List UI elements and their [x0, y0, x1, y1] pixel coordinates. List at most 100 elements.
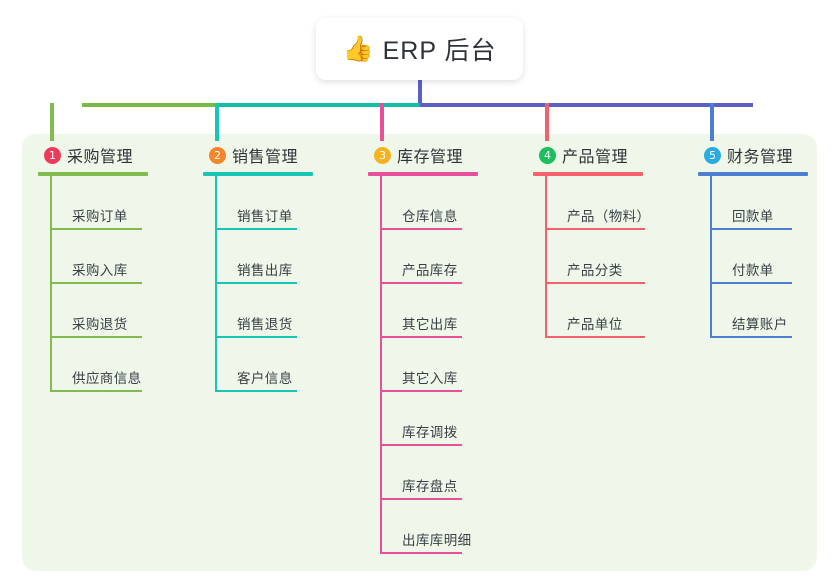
branch-item-underline	[380, 336, 462, 338]
branch-item-label: 出库库明细	[402, 533, 472, 548]
branch-item-label: 产品单位	[567, 317, 623, 332]
branch-number-badge: 2	[209, 146, 226, 164]
branch-spine	[710, 176, 712, 338]
branch-item-underline	[215, 228, 297, 230]
branch-item[interactable]: 销售退货	[215, 284, 313, 338]
branch-item[interactable]: 结算账户	[710, 284, 808, 338]
branch-item[interactable]: 产品库存	[380, 230, 478, 284]
drop-connector-2	[215, 103, 219, 141]
branch-item-underline	[380, 228, 462, 230]
branch-item-label: 付款单	[732, 263, 774, 278]
branch-column-1: 1 采购管理采购订单采购入库采购退货供应商信息	[38, 143, 148, 392]
branch-item-underline	[710, 336, 792, 338]
branch-item-underline	[50, 282, 142, 284]
branch-spine	[545, 176, 547, 338]
branch-items-1: 采购订单采购入库采购退货供应商信息	[38, 176, 148, 392]
branch-item[interactable]: 客户信息	[215, 338, 313, 392]
branch-item[interactable]: 销售出库	[215, 230, 313, 284]
branch-item[interactable]: 回款单	[710, 176, 808, 230]
branch-item[interactable]: 采购订单	[50, 176, 148, 230]
branch-item-label: 销售出库	[237, 263, 293, 278]
branch-header-5[interactable]: 5 财务管理	[698, 143, 808, 167]
drop-connector-1	[50, 103, 54, 141]
branch-items-2: 销售订单销售出库销售退货客户信息	[203, 176, 313, 392]
branch-item-label: 产品分类	[567, 263, 623, 278]
branch-item[interactable]: 其它出库	[380, 284, 478, 338]
branch-item-label: 结算账户	[732, 317, 788, 332]
root-stem-connector	[418, 80, 422, 105]
branch-title: 销售管理	[232, 149, 299, 166]
branch-item-underline	[50, 390, 142, 392]
root-node[interactable]: 👍 ERP 后台	[316, 18, 523, 80]
branch-item-label: 采购退货	[72, 317, 128, 332]
branch-header-3[interactable]: 3 库存管理	[368, 143, 478, 167]
branch-item[interactable]: 销售订单	[215, 176, 313, 230]
bus-indigo	[420, 103, 753, 107]
branch-item-label: 采购入库	[72, 263, 128, 278]
branch-item-label: 其它出库	[402, 317, 458, 332]
branch-item-label: 库存调拨	[402, 425, 458, 440]
branch-item[interactable]: 产品单位	[545, 284, 650, 338]
branch-item-label: 其它入库	[402, 371, 458, 386]
branch-item[interactable]: 供应商信息	[50, 338, 148, 392]
branch-header-2[interactable]: 2 销售管理	[203, 143, 313, 167]
branch-underline	[533, 172, 643, 176]
branch-title: 库存管理	[397, 149, 464, 166]
branch-item-label: 产品（物料）	[567, 209, 651, 224]
bus-green	[82, 103, 215, 107]
branch-column-5: 5 财务管理回款单付款单结算账户	[698, 143, 808, 338]
branch-underline	[698, 172, 808, 176]
branch-item-underline	[545, 282, 645, 284]
branch-item-label: 销售订单	[237, 209, 293, 224]
branch-item-label: 仓库信息	[402, 209, 458, 224]
branch-item-label: 采购订单	[72, 209, 128, 224]
drop-connector-5	[710, 103, 714, 141]
branch-item[interactable]: 采购入库	[50, 230, 148, 284]
branch-item-label: 产品库存	[402, 263, 458, 278]
branch-item-underline	[215, 390, 297, 392]
branch-item[interactable]: 库存盘点	[380, 446, 478, 500]
branch-item-underline	[50, 228, 142, 230]
root-title: ERP 后台	[382, 37, 497, 65]
branch-title: 采购管理	[67, 149, 134, 166]
branch-item-label: 供应商信息	[72, 371, 142, 386]
bus-teal	[215, 103, 420, 107]
branch-number-badge: 3	[374, 146, 391, 164]
branch-number-badge: 5	[704, 146, 721, 164]
branch-item[interactable]: 其它入库	[380, 338, 478, 392]
branch-column-3: 3 库存管理仓库信息产品库存其它出库其它入库库存调拨库存盘点出库库明细	[368, 143, 478, 554]
branch-items-4: 产品（物料） 产品分类产品单位	[533, 176, 650, 338]
branch-item-underline	[545, 336, 645, 338]
branch-item-underline	[380, 498, 462, 500]
branch-item-underline	[380, 282, 462, 284]
branch-item[interactable]: 库存调拨	[380, 392, 478, 446]
branch-items-5: 回款单付款单结算账户	[698, 176, 808, 338]
branch-underline	[368, 172, 478, 176]
branch-item-underline	[710, 228, 792, 230]
branch-title: 财务管理	[727, 149, 794, 166]
branch-underline	[38, 172, 148, 176]
branch-item-underline	[380, 444, 462, 446]
branch-number-badge: 4	[539, 146, 556, 164]
branch-column-2: 2 销售管理销售订单销售出库销售退货客户信息	[203, 143, 313, 392]
thumbs-up-icon: 👍	[342, 34, 374, 63]
branch-item[interactable]: 出库库明细	[380, 500, 478, 554]
branch-item[interactable]: 产品分类	[545, 230, 650, 284]
branch-item-label: 库存盘点	[402, 479, 458, 494]
branch-item[interactable]: 仓库信息	[380, 176, 478, 230]
branch-item[interactable]: 采购退货	[50, 284, 148, 338]
branch-spine	[380, 176, 382, 554]
branch-header-1[interactable]: 1 采购管理	[38, 143, 148, 167]
branch-title: 产品管理	[562, 149, 629, 166]
branch-item[interactable]: 产品（物料）	[545, 176, 650, 230]
branch-item[interactable]: 付款单	[710, 230, 808, 284]
drop-connector-3	[380, 103, 384, 141]
branch-item-label: 回款单	[732, 209, 774, 224]
branch-header-4[interactable]: 4 产品管理	[533, 143, 650, 167]
branch-number-badge: 1	[44, 146, 61, 164]
drop-connector-4	[545, 103, 549, 141]
branch-item-underline	[545, 228, 645, 230]
branch-column-4: 4 产品管理产品（物料） 产品分类产品单位	[533, 143, 650, 338]
branch-item-underline	[380, 390, 462, 392]
